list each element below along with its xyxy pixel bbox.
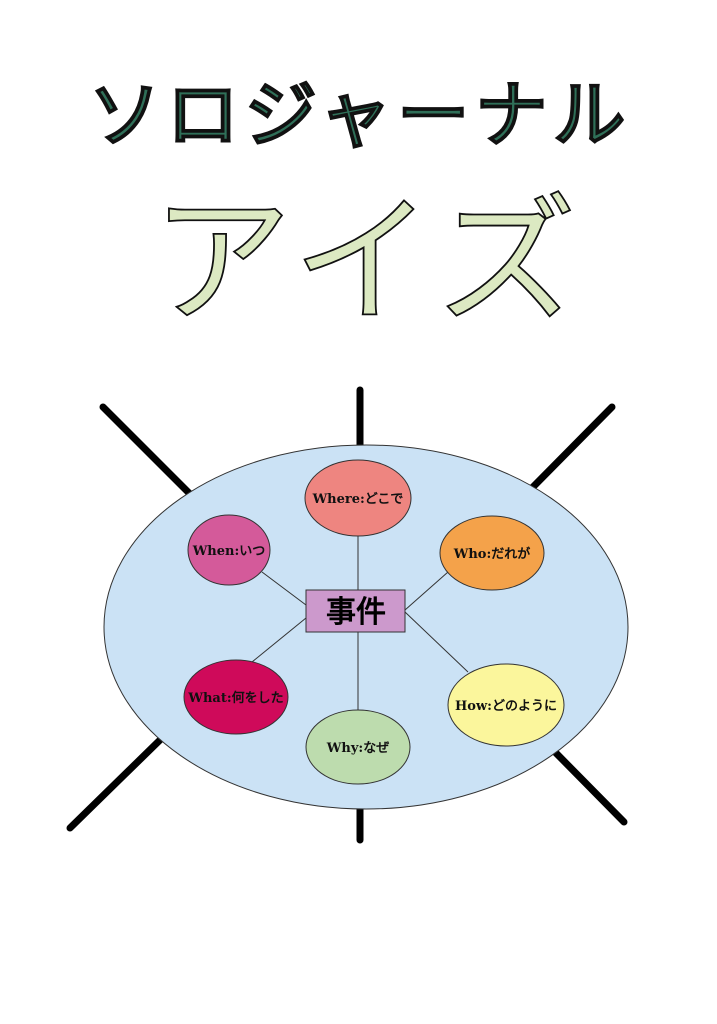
title-line1: ソロジャーナル: [89, 72, 631, 157]
node-where: Where:どこで: [304, 459, 412, 537]
ray-top-right: [528, 403, 616, 492]
node-bubble: [183, 659, 289, 735]
node-label: Where:どこで: [312, 492, 404, 507]
connector-lines: [251, 536, 469, 710]
node-bubble: [447, 663, 565, 747]
node-bubble: [304, 459, 412, 537]
center-box: [305, 589, 406, 633]
node-why: Why:なぜ: [305, 709, 411, 785]
node-label: Why:なぜ: [326, 741, 389, 756]
ray-lines: [66, 386, 628, 844]
title-line2: アイズ: [152, 181, 585, 344]
ray-top-left: [99, 403, 194, 498]
node-what: What:何をした: [183, 659, 289, 735]
node-label: When:いつ: [192, 544, 266, 559]
node-who: Who:だれが: [439, 515, 545, 591]
node-bubble: [305, 709, 411, 785]
center-label: 事件: [326, 595, 386, 630]
node-when: When:いつ: [187, 514, 271, 586]
node-label: How:どのように: [455, 699, 557, 714]
node-label: Who:だれが: [453, 546, 531, 562]
ray-bottom-left: [66, 736, 164, 832]
node-how: How:どのように: [447, 663, 565, 747]
node-bubble: [187, 514, 271, 586]
node-label: What:何をした: [187, 690, 283, 706]
node-bubble: [439, 515, 545, 591]
ray-bottom-right: [551, 748, 628, 826]
